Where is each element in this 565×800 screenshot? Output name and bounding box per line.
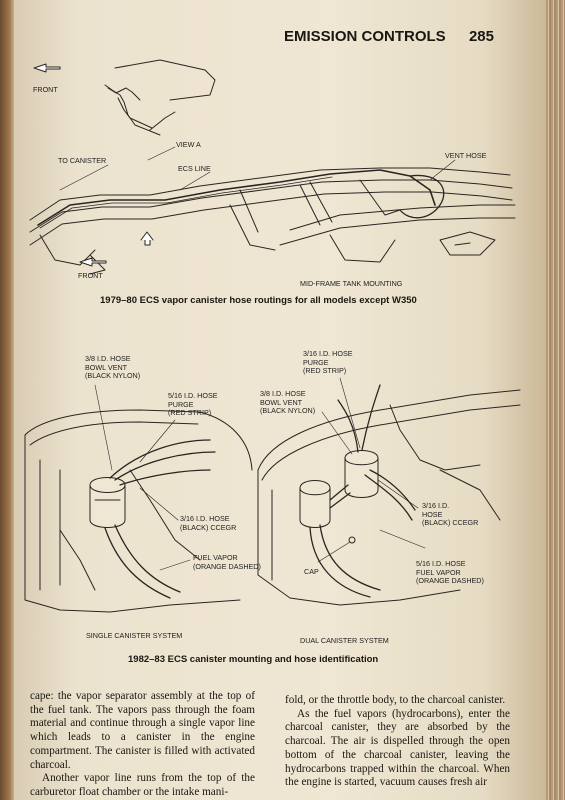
label-fuel-vapor-left: FUEL VAPOR (ORANGE DASHED) [193,553,261,571]
page-number: 285 [468,28,494,45]
figure1-drawing [29,59,516,275]
figure2-single-canister-drawing [24,384,253,613]
body-right-column: fold, or the throttle body, to the charc… [285,694,510,790]
left-paragraph-1: cape: the vapor separator assembly at th… [30,690,255,771]
section-title: EMISSION CONTROLS [284,28,446,45]
label-purge-left: 5/16 I.D. HOSE PURGE (RED STRIP) [168,391,218,417]
label-purge-right: 3/16 I.D. HOSE PURGE (RED STRIP) [303,349,353,375]
label-mid-frame: MID-FRAME TANK MOUNTING [300,279,403,288]
figure2-dual-canister-drawing [257,377,521,606]
figure1-caption: 1979–80 ECS vapor canister hose routings… [100,295,417,306]
body-left-column: cape: the vapor separator assembly at th… [30,690,255,800]
page-header: EMISSION CONTROLS 285 [284,28,494,45]
label-vent-hose: VENT HOSE [445,151,487,160]
label-front-top: FRONT [33,85,58,94]
label-ecs-line: ECS LINE [178,164,211,173]
label-dual-canister-system: DUAL CANISTER SYSTEM [300,636,389,645]
label-bowl-vent-right: 3/8 I.D. HOSE BOWL VENT (BLACK NYLON) [260,389,316,415]
book-binding-shadow [0,0,14,800]
book-page [14,0,546,800]
figure2-caption: 1982–83 ECS canister mounting and hose i… [128,654,379,665]
page-edges [546,0,565,800]
label-ccegr-left: 3/16 I.D. HOSE (BLACK) CCEGR [180,514,237,532]
label-bowl-vent-left: 3/8 I.D. HOSE BOWL VENT (BLACK NYLON) [85,354,141,380]
right-paragraph-2: As the fuel vapors (hydrocarbons), enter… [285,707,510,789]
label-front-bottom: FRONT [78,271,103,280]
label-fuel-vapor-right: 5/16 I.D. HOSE FUEL VAPOR (ORANGE DASHED… [416,559,484,585]
label-to-canister: TO CANISTER [58,156,107,165]
label-view-a: VIEW A [176,140,201,149]
label-cap: CAP [304,567,319,576]
left-paragraph-2: Another vapor line runs from the top of … [30,772,255,798]
label-single-canister-system: SINGLE CANISTER SYSTEM [86,631,183,640]
label-ccegr-right: 3/16 I.D. HOSE (BLACK) CCEGR [422,501,479,527]
right-paragraph-1: fold, or the throttle body, to the charc… [285,694,506,706]
